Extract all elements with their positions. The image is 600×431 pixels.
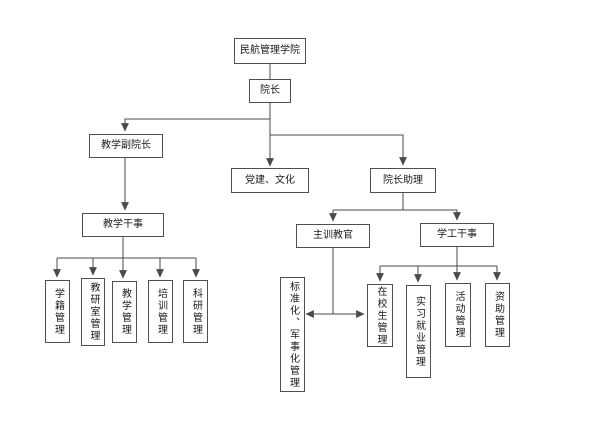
node-enrolled-students-mgmt: 在校生管理 <box>367 284 393 347</box>
node-student-affairs-officer: 学工干事 <box>420 223 494 247</box>
edge-assistant-bus <box>333 193 457 211</box>
node-standardization-military-mgmt: 标准化、军事化管理 <box>280 277 305 392</box>
node-activity-mgmt: 活动管理 <box>445 283 471 347</box>
node-research-mgmt: 科研管理 <box>183 280 208 343</box>
node-party-culture: 党建、文化 <box>231 168 309 193</box>
node-student-records-mgmt: 学籍管理 <box>45 280 70 343</box>
node-dean: 院长 <box>249 79 291 103</box>
node-dean-assistant: 院长助理 <box>370 168 436 193</box>
node-chief-training-officer: 主训教官 <box>296 224 370 248</box>
node-funding-mgmt: 资助管理 <box>485 283 510 347</box>
node-training-mgmt: 培训管理 <box>148 280 173 343</box>
node-teaching-research-office-mgmt: 教研室管理 <box>81 278 105 346</box>
node-teaching-vice-dean: 教学副院长 <box>89 134 163 158</box>
edge-student-affairs-bus <box>380 247 497 267</box>
edge-dean-teaching-vice-dean <box>121 118 270 132</box>
edge-dean-dean-assistant <box>270 134 407 166</box>
node-teaching-officer: 教学干事 <box>82 213 164 237</box>
node-internship-employment-mgmt: 实习就业管理 <box>406 285 431 378</box>
node-institute: 民航管理学院 <box>234 38 306 64</box>
node-teaching-mgmt: 教学管理 <box>112 281 137 343</box>
